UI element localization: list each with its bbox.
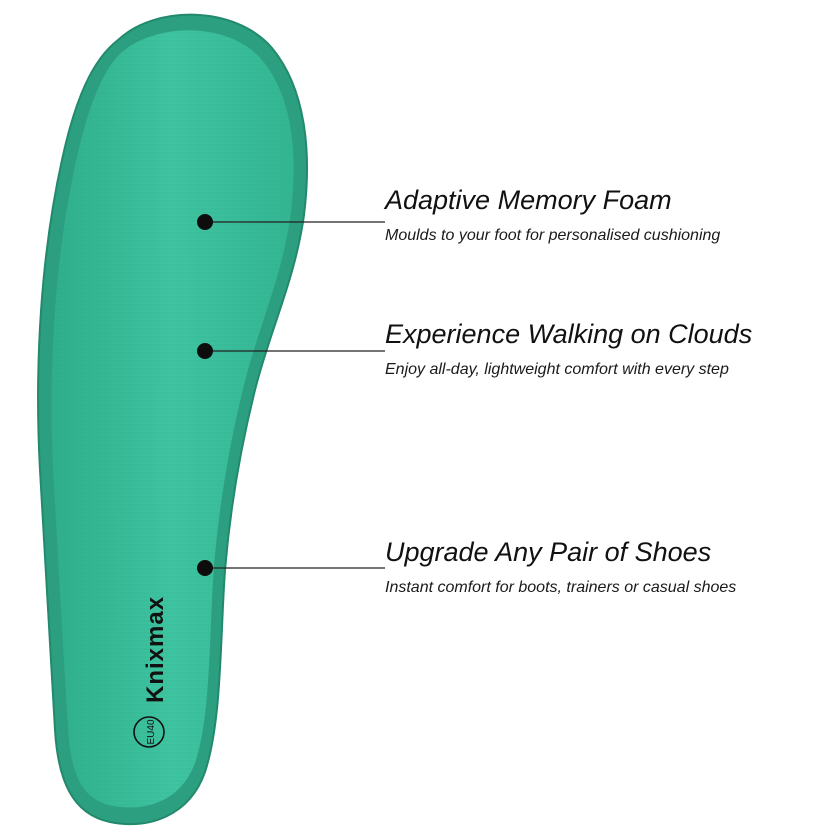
feature-description: Instant comfort for boots, trainers or c… [385,579,737,596]
callout-marker-2 [197,343,385,359]
feature-description: Moulds to your foot for personalised cus… [385,227,721,244]
feature-title: Upgrade Any Pair of Shoes [385,537,712,567]
feature-walking-on-clouds: Experience Walking on Clouds Enjoy all-d… [385,318,825,380]
callout-marker-3 [197,560,385,576]
feature-description: Enjoy all-day, lightweight comfort with … [385,361,729,378]
size-badge: EU40 [133,716,165,748]
size-badge-label: EU40 [146,719,157,744]
feature-title: Adaptive Memory Foam [385,185,672,215]
callout-marker-1 [197,214,385,230]
brand-logo: Knixmax [142,596,169,703]
feature-memory-foam: Adaptive Memory Foam Moulds to your foot… [385,184,825,246]
feature-upgrade-shoes: Upgrade Any Pair of Shoes Instant comfor… [385,536,825,598]
feature-title: Experience Walking on Clouds [385,319,753,349]
